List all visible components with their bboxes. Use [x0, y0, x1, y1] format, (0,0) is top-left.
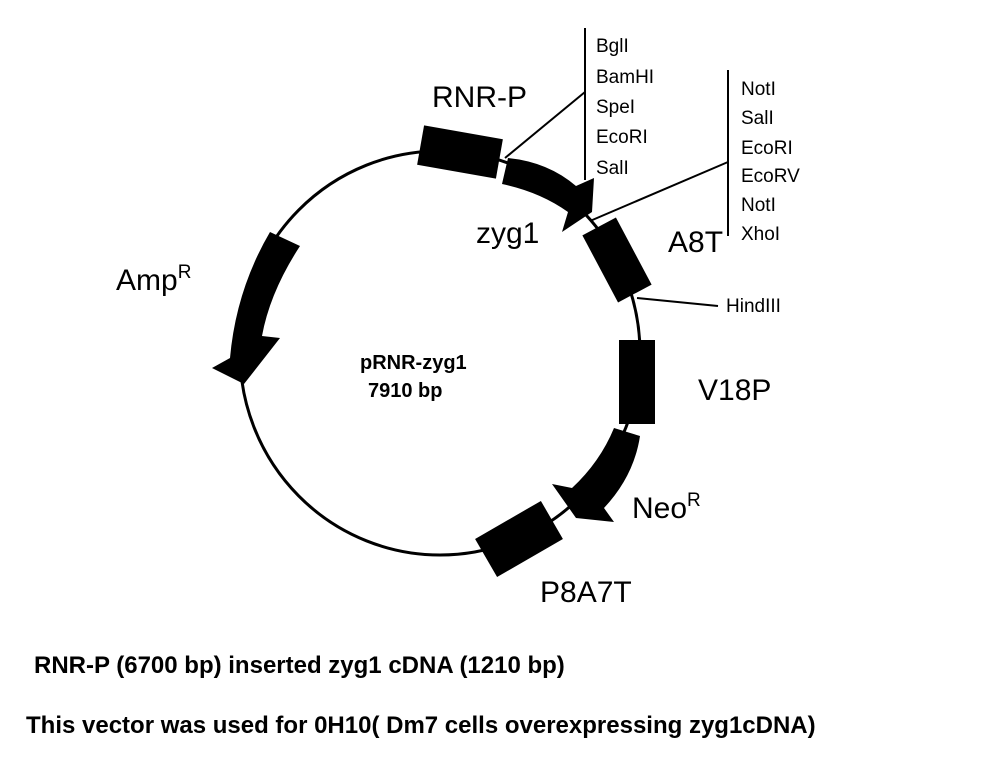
caption-insert-info: RNR-P (6700 bp) inserted zyg1 cDNA (1210…	[34, 652, 565, 679]
plasmid-name: pRNR-zyg1	[360, 352, 467, 374]
left-site: SalI	[596, 158, 629, 179]
amp-label: AmpR	[116, 262, 191, 297]
neo-label-sup: R	[687, 490, 701, 511]
rnr-p-label: RNR-P	[432, 81, 527, 114]
zyg1-arrow	[502, 158, 594, 232]
p8a7t-label: P8A7T	[540, 576, 632, 609]
amp-label-sup: R	[178, 262, 192, 283]
left-sites-pointer	[504, 91, 586, 159]
p8a7t-box	[475, 500, 563, 578]
right-site: NotI	[741, 79, 776, 100]
neo-label-base: Neo	[632, 492, 687, 525]
rnr-p-box	[417, 125, 503, 179]
a8t-label: A8T	[668, 226, 723, 259]
left-site: SpeI	[596, 97, 635, 118]
plasmid-size: 7910 bp	[368, 380, 442, 402]
left-site-list: BglI BamHI SpeI EcoRI SalI	[596, 36, 654, 179]
right-site: NotI	[741, 195, 776, 216]
right-site: EcoRI	[741, 138, 793, 159]
left-site: BglI	[596, 36, 629, 57]
hindiii-label: HindIII	[726, 296, 781, 317]
neo-arrow	[552, 428, 640, 522]
hindiii-pointer	[636, 297, 719, 307]
right-site: XhoI	[741, 224, 780, 245]
neo-label: NeoR	[632, 490, 701, 525]
right-site: EcoRV	[741, 166, 800, 187]
right-sites-pointer	[589, 161, 729, 222]
zyg1-label: zyg1	[476, 217, 539, 250]
caption-usage-note: This vector was used for 0H10( Dm7 cells…	[26, 712, 816, 739]
right-site-list: NotI SalI EcoRI EcoRV NotI XhoI	[741, 79, 800, 245]
amp-arrow	[212, 232, 300, 384]
right-site: SalI	[741, 108, 774, 129]
left-site: EcoRI	[596, 127, 648, 148]
a8t-box	[582, 217, 652, 303]
v18p-box	[619, 340, 655, 424]
amp-label-base: Amp	[116, 264, 178, 297]
v18p-label: V18P	[698, 374, 771, 407]
left-site: BamHI	[596, 67, 654, 88]
